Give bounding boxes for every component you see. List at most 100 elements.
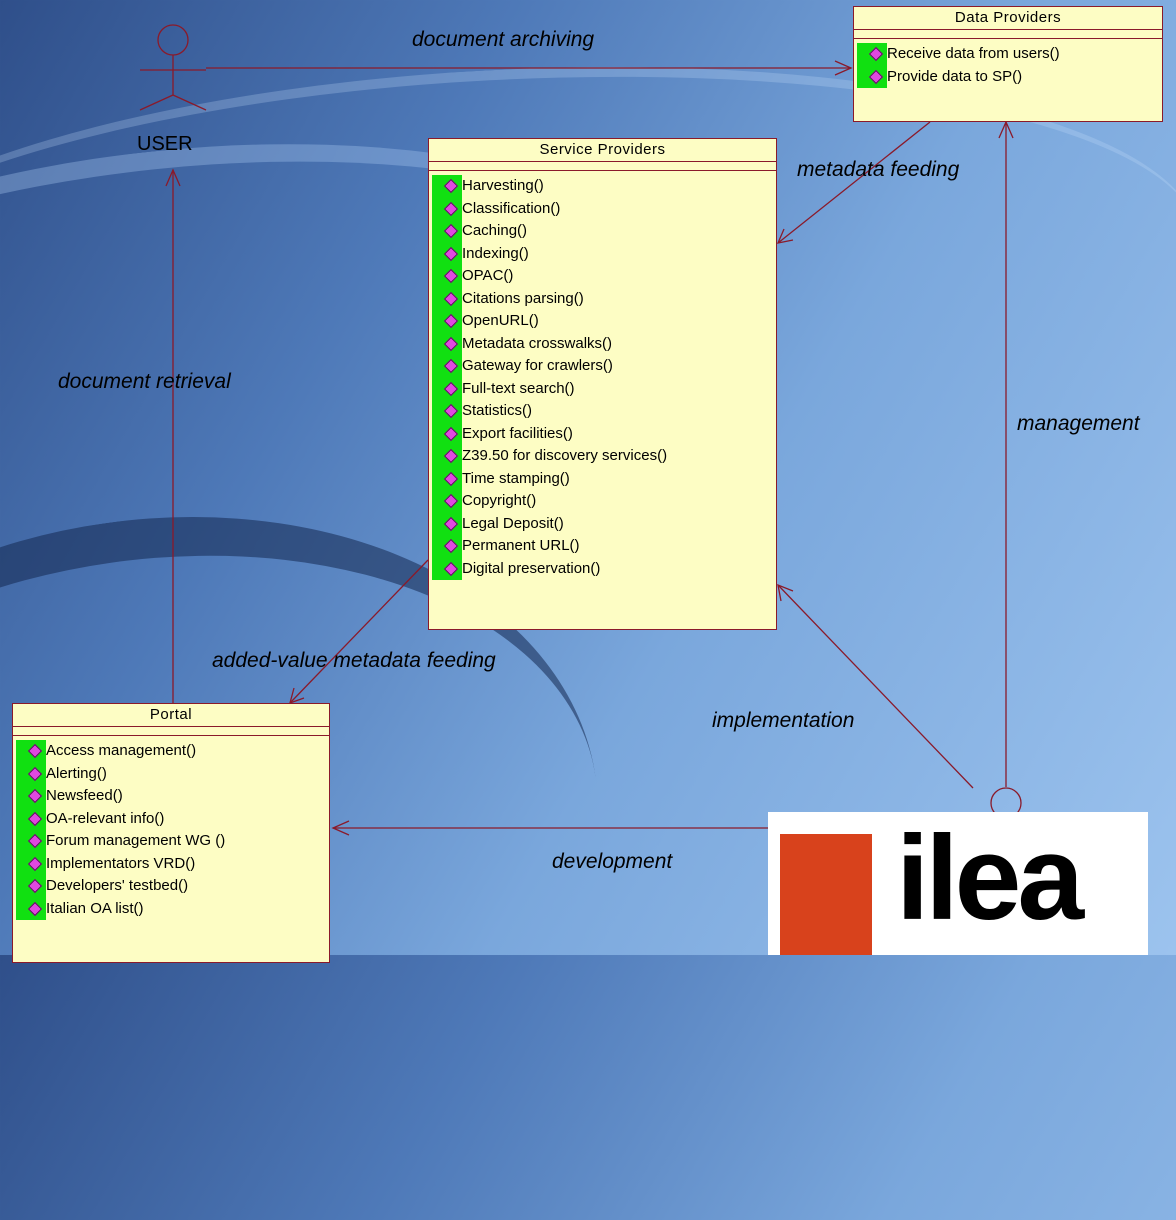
operation-item: OpenURL() xyxy=(429,310,776,333)
operation-label: Alerting() xyxy=(46,764,107,782)
edge-label-development: development xyxy=(552,850,673,873)
class-title: Service Providers xyxy=(429,139,776,162)
operation-icon xyxy=(443,426,459,441)
operation-icon xyxy=(868,69,884,84)
class-attributes-compartment xyxy=(13,727,329,736)
operation-icon xyxy=(443,403,459,419)
operation-icon xyxy=(27,766,43,781)
operation-label: Metadata crosswalks() xyxy=(462,334,613,352)
operation-item: Caching() xyxy=(429,220,776,243)
class-service-providers[interactable]: Service Providers Harvesting() Classifica… xyxy=(428,138,777,630)
edge-label-implementation: implementation xyxy=(712,709,855,732)
operation-icon xyxy=(443,268,459,284)
operation-item: Italian OA list() xyxy=(13,898,329,921)
operation-label: Developers' testbed() xyxy=(46,877,189,894)
operation-label: Italian OA list() xyxy=(46,899,144,917)
arrowhead xyxy=(834,60,853,76)
edge-added-value xyxy=(289,559,429,704)
operation-icon xyxy=(443,358,459,374)
class-operations: Access management() Alerting() Newsfeed() O… xyxy=(13,736,329,920)
operation-item: Classification() xyxy=(429,198,776,221)
operation-icon xyxy=(443,246,459,261)
operation-label: OPAC() xyxy=(462,267,514,284)
operation-item: OA-relevant info() xyxy=(13,808,329,831)
arrowhead xyxy=(331,820,350,836)
edge-label-document-archiving: document archiving xyxy=(412,28,595,51)
operation-label: Time stamping() xyxy=(462,469,570,487)
operation-label: OA-relevant info() xyxy=(46,809,165,827)
operation-item: Copyright() xyxy=(429,490,776,513)
operation-icon xyxy=(27,833,43,849)
operations-marker-bar xyxy=(432,175,462,580)
logo-mark xyxy=(780,834,872,955)
operation-icon xyxy=(443,516,459,531)
operation-icon xyxy=(27,856,43,871)
operation-label: Copyright() xyxy=(462,492,537,509)
operation-item: Full-text search() xyxy=(429,378,776,401)
class-title: Data Providers xyxy=(854,7,1162,30)
operation-item: Access management() xyxy=(13,740,329,763)
operation-icon xyxy=(443,493,459,509)
operation-label: Harvesting() xyxy=(462,177,544,194)
class-attributes-compartment xyxy=(429,162,776,171)
operation-item: Digital preservation() xyxy=(429,558,776,581)
user-actor-figure xyxy=(139,24,207,111)
edge-label-management: management xyxy=(1017,412,1140,435)
operation-icon xyxy=(443,291,459,306)
operation-label: Permanent URL() xyxy=(462,537,580,554)
operation-item: OPAC() xyxy=(429,265,776,288)
edge-label-metadata-feeding: metadata feeding xyxy=(797,158,960,181)
arrowhead xyxy=(165,168,181,187)
operation-item: Export facilities() xyxy=(429,423,776,446)
operation-label: Classification() xyxy=(462,199,561,217)
class-portal[interactable]: Portal Access management() Alerting() News… xyxy=(12,703,330,963)
edge-label-document-retrieval: document retrieval xyxy=(58,370,231,393)
operation-label: Newsfeed() xyxy=(46,787,123,804)
operation-item: Alerting() xyxy=(13,763,329,786)
arrowhead xyxy=(777,583,794,602)
operation-label: Access management() xyxy=(46,742,197,759)
operation-icon xyxy=(868,46,884,62)
operation-icon xyxy=(443,561,459,576)
operation-item: Statistics() xyxy=(429,400,776,423)
operation-icon xyxy=(443,538,459,554)
operation-icon xyxy=(27,901,43,916)
operation-item: Provide data to SP() xyxy=(854,66,1162,89)
operation-icon xyxy=(27,811,43,826)
operation-label: Provide data to SP() xyxy=(887,67,1023,85)
operation-label: Legal Deposit() xyxy=(462,514,564,532)
edge-metadata-feeding xyxy=(777,121,931,244)
operation-item: Indexing() xyxy=(429,243,776,266)
operation-item: Receive data from users() xyxy=(854,43,1162,66)
logo: ilea xyxy=(768,812,1148,955)
operation-label: Digital preservation() xyxy=(462,559,601,577)
operation-label: Z39.50 for discovery services() xyxy=(462,447,668,464)
operation-icon xyxy=(443,178,459,194)
operation-label: Implementators VRD() xyxy=(46,854,196,872)
arrowhead xyxy=(776,228,794,244)
operation-label: Citations parsing() xyxy=(462,289,584,307)
operation-label: Gateway for crawlers() xyxy=(462,357,613,374)
operation-item: Implementators VRD() xyxy=(13,853,329,876)
edge-implementation xyxy=(777,584,974,789)
operation-item: Legal Deposit() xyxy=(429,513,776,536)
operation-icon xyxy=(443,336,459,351)
logo-text: ilea xyxy=(896,812,1084,945)
operation-item: Forum management WG () xyxy=(13,830,329,853)
class-operations: Receive data from users()Provide data to… xyxy=(854,39,1162,88)
class-data-providers[interactable]: Data Providers Receive data from users()… xyxy=(853,6,1163,122)
class-title: Portal xyxy=(13,704,329,727)
operation-label: Statistics() xyxy=(462,402,533,419)
operation-item: Z39.50 for discovery services() xyxy=(429,445,776,468)
operation-icon xyxy=(443,201,459,216)
class-operations: Harvesting() Classification() Caching()Ind… xyxy=(429,171,776,580)
arrowhead xyxy=(998,120,1014,139)
operation-item: Time stamping() xyxy=(429,468,776,491)
operation-item: Newsfeed() xyxy=(13,785,329,808)
operation-label: Full-text search() xyxy=(462,379,575,397)
operation-label: Indexing() xyxy=(462,244,529,262)
operation-item: Citations parsing() xyxy=(429,288,776,311)
operation-icon xyxy=(443,471,459,486)
operation-label: Forum management WG () xyxy=(46,832,226,849)
operation-icon xyxy=(27,788,43,804)
